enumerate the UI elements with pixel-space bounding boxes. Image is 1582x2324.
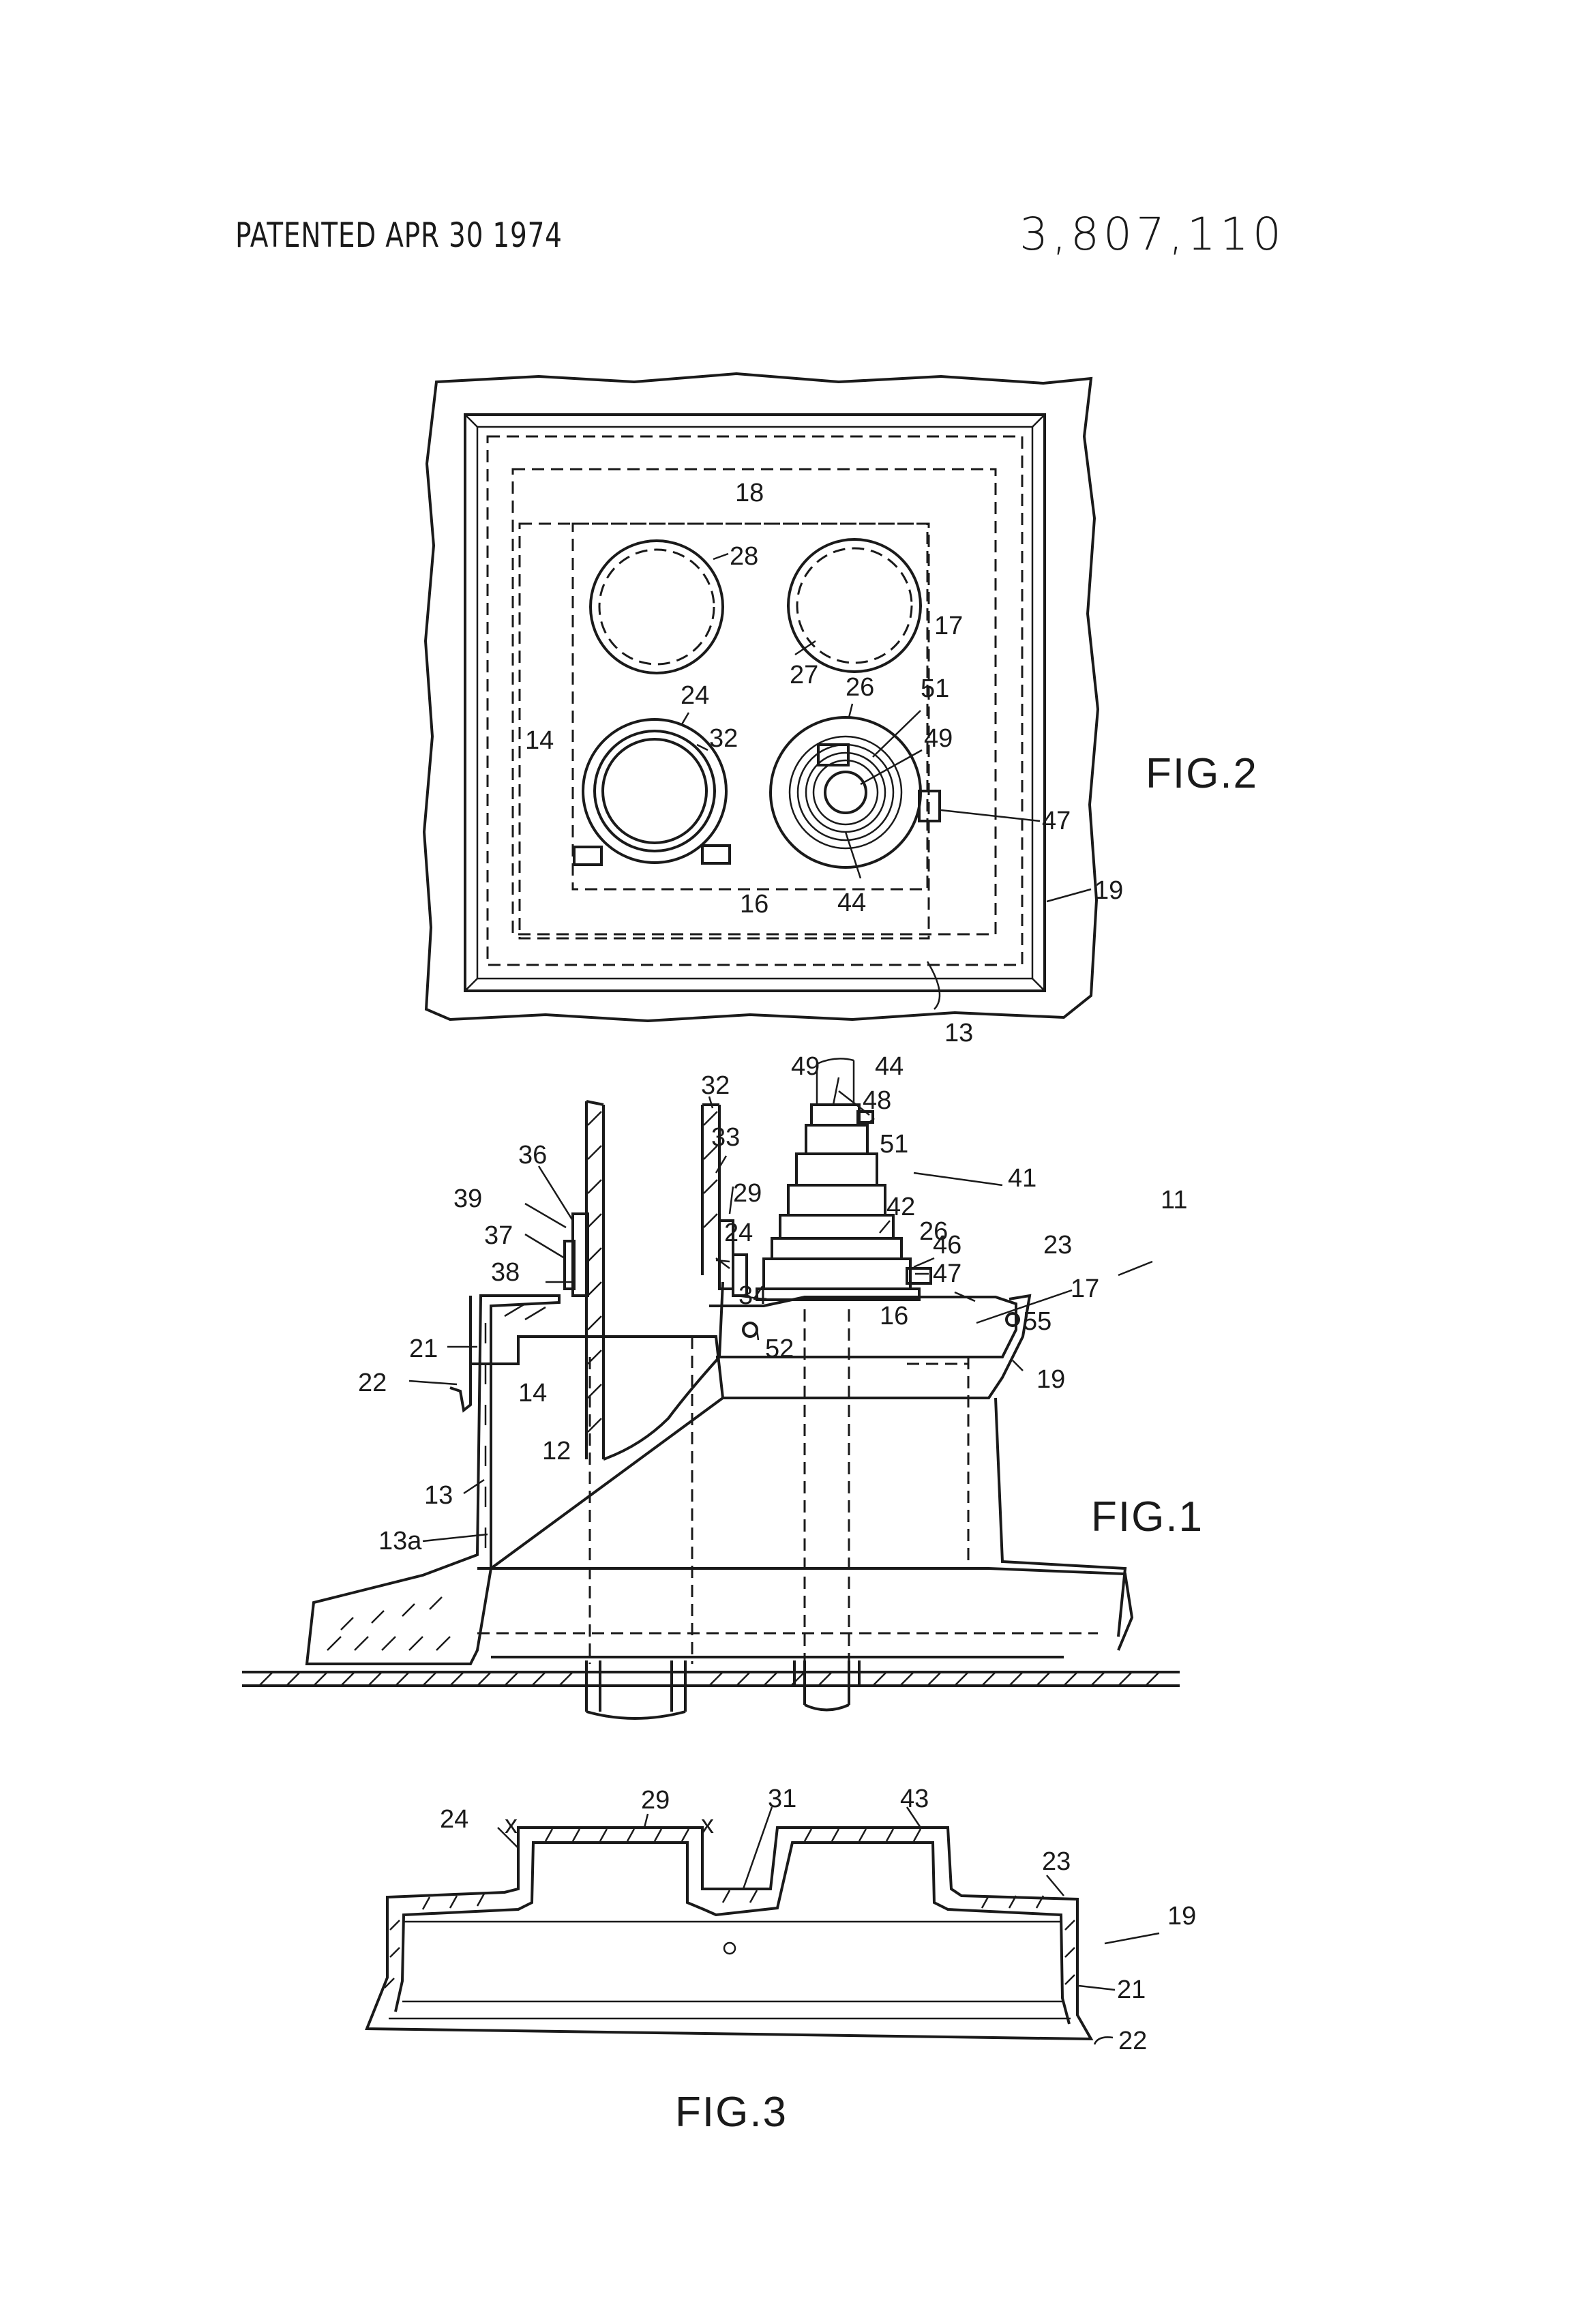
fig2-frame-corner: [1032, 415, 1045, 427]
fig2-ref-32: 32: [709, 724, 738, 753]
fig2-clamp-right: [702, 846, 730, 863]
fig2-drawing: [424, 374, 1098, 1021]
fig1-ref-24: 24: [724, 1219, 753, 1247]
fig2-ref-14: 14: [525, 726, 554, 755]
fig1-ref-41: 41: [1008, 1164, 1036, 1193]
fig1-ref-55: 55: [1023, 1307, 1051, 1336]
fig1-floor-hatch: [259, 1672, 1159, 1686]
fig1-hidden-lines: [477, 1309, 1098, 1671]
fig2-ref-18: 18: [735, 479, 764, 507]
fig1-pipe-32: [586, 1101, 719, 1459]
fig3-hole: [724, 1943, 735, 1954]
fig1-ref-42: 42: [886, 1193, 915, 1221]
fig3-ref-24: 24: [440, 1805, 468, 1834]
fig1-ref-37: 37: [484, 1221, 513, 1250]
fig2-pipe-32-inner: [603, 739, 706, 843]
fig3-section-outer: [367, 1828, 1091, 2039]
fig3-ref-22: 22: [1118, 2027, 1147, 2055]
fig3-ref-29: 29: [641, 1786, 670, 1815]
fig1-ref-33: 33: [711, 1123, 740, 1152]
fig3-marker-x-right: x: [701, 1811, 714, 1839]
fig1-ref-23: 23: [1043, 1231, 1072, 1260]
fig2-frame-corner: [1032, 979, 1045, 991]
fig2-ref-17: 17: [934, 612, 963, 640]
fig1-ref-14: 14: [518, 1379, 547, 1407]
fig1-ref-16: 16: [880, 1302, 908, 1330]
fig1-pipe-wall-hatch: [588, 1112, 717, 1432]
fig2-outlet-27-hidden: [797, 548, 912, 663]
fig3-drawing: [367, 1807, 1159, 2044]
fig2-fitting-24: [583, 719, 726, 863]
fig1-ref-17: 17: [1071, 1275, 1099, 1303]
fig1-ref-52: 52: [765, 1335, 794, 1363]
fig3-label: FIG.3: [675, 2089, 788, 2136]
fig1-ref-46: 46: [933, 1231, 961, 1260]
fig2-pipe-32-outer: [595, 731, 715, 851]
fig1-ref-44: 44: [875, 1052, 904, 1081]
fig2-wall-outline: [424, 374, 1098, 1021]
fig1-ref-19: 19: [1036, 1365, 1065, 1394]
fig2-ref-51: 51: [921, 674, 949, 703]
fig2-ref-44: 44: [837, 889, 866, 917]
fig1-ref-38: 38: [491, 1258, 520, 1287]
fig2-outlet-28: [591, 541, 723, 673]
fig3-ref-21: 21: [1117, 1976, 1146, 2004]
fig2-ref-16: 16: [740, 890, 768, 919]
fig3-section-inner: [395, 1843, 1069, 2024]
fig1-ref-47: 47: [933, 1260, 961, 1288]
fig3-ref-19: 19: [1167, 1902, 1196, 1931]
fig1-ref-51: 51: [880, 1130, 908, 1159]
fig3-ref-31: 31: [768, 1785, 796, 1813]
fig2-frame-corner: [465, 415, 477, 427]
fig1-ref-13: 13: [424, 1481, 453, 1510]
fig2-ref-24: 24: [681, 681, 709, 710]
fig2-ring: [798, 745, 893, 840]
fig2-frame-corner: [465, 979, 477, 991]
fig2-ref-27: 27: [790, 661, 818, 689]
fig1-ref-13a: 13a: [378, 1527, 422, 1555]
fig2-outlet-28-hidden: [599, 550, 714, 664]
fig2-cable-44: [825, 772, 866, 813]
fig1-ref-39: 39: [453, 1185, 482, 1213]
fig1-ref-11: 11: [1161, 1186, 1187, 1215]
fig1-hole-52: [743, 1323, 757, 1337]
fig2-ref-13: 13: [944, 1019, 973, 1047]
fig3-ref-43: 43: [900, 1785, 929, 1813]
fig2-clamp-left: [574, 847, 601, 865]
fig3-ref-23: 23: [1042, 1847, 1071, 1876]
fig1-ref-49: 49: [791, 1052, 820, 1081]
fig2-fitting-26: [771, 717, 921, 867]
fig1-ref-34: 34: [738, 1281, 767, 1310]
fig2-ref-47: 47: [1042, 807, 1071, 835]
fig1-ref-12: 12: [542, 1437, 571, 1465]
fig2-leaders: [682, 554, 1091, 1009]
fig1-ref-48: 48: [863, 1086, 891, 1115]
fig1-ref-32: 32: [701, 1071, 730, 1100]
fig1-label: FIG.1: [1091, 1493, 1204, 1540]
fig2-outlet-27: [788, 539, 921, 672]
fig2-ref-26: 26: [846, 673, 874, 702]
fig1-ref-21: 21: [409, 1335, 438, 1363]
fig2-ref-49: 49: [924, 724, 953, 753]
fig3-marker-x-left: x: [505, 1811, 518, 1839]
fig2-label: FIG.2: [1146, 750, 1258, 797]
fig3-base-lines: [389, 1922, 1071, 2018]
fig2-ring: [814, 760, 878, 824]
fig2-ref-28: 28: [730, 542, 758, 571]
fig1-pipe-stub-left: [586, 1660, 685, 1718]
fig2-ref-19: 19: [1094, 876, 1123, 905]
fig1-ref-29: 29: [733, 1179, 762, 1208]
fig1-pipe-break: [603, 1282, 723, 1459]
fig3-wall-hatch: [385, 1829, 1075, 1988]
fig1-ref-22: 22: [358, 1369, 387, 1397]
fig1-ref-36: 36: [518, 1141, 547, 1170]
